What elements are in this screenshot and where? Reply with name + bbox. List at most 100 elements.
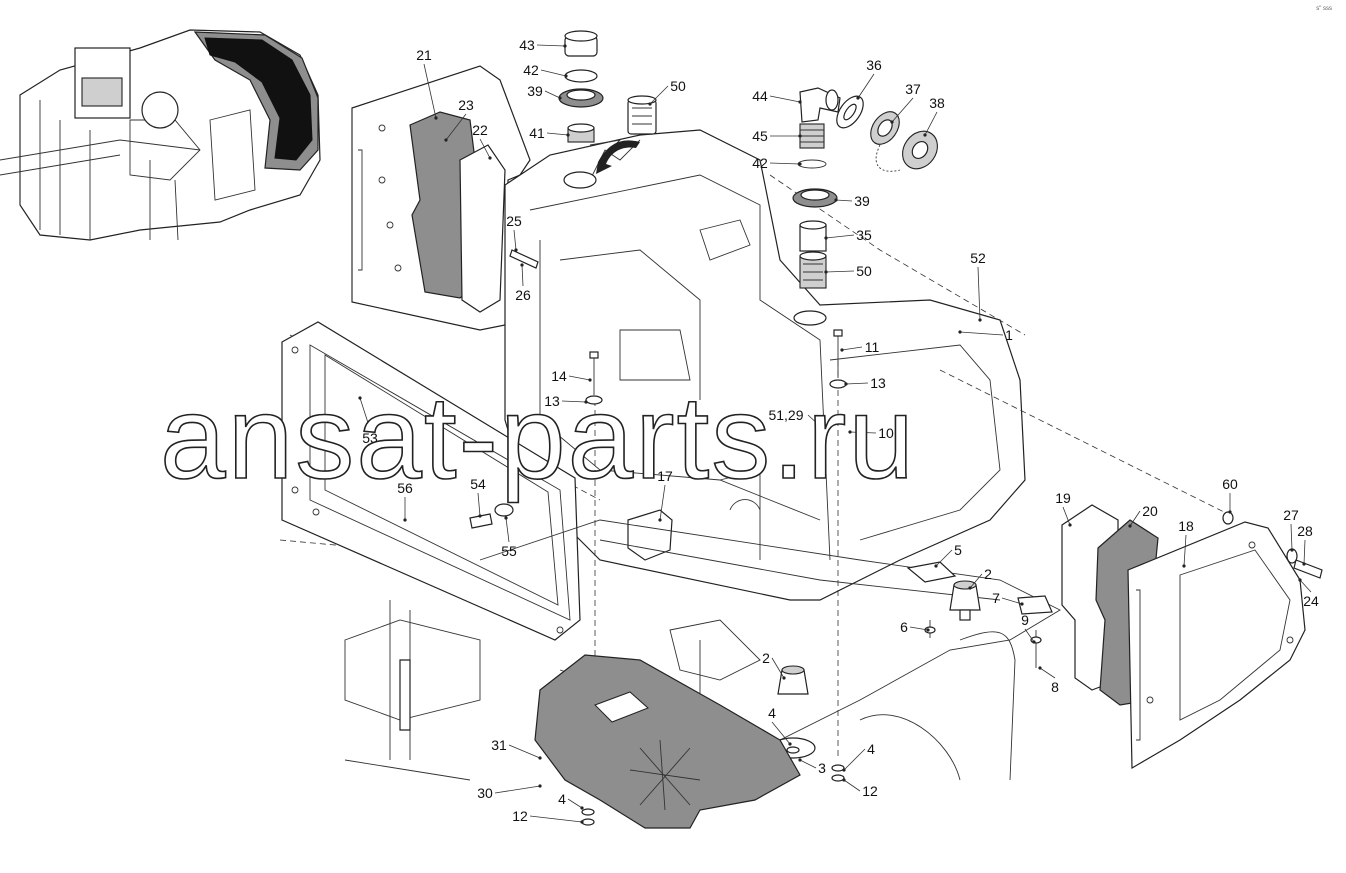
callout-leader-dot [798,100,802,104]
callout-leader-dot [558,96,562,100]
callout-leader-dot [358,396,362,400]
callout-leader-dot [890,120,894,124]
callout-leader-dot [1128,524,1132,528]
callout-number: 18 [1178,518,1194,534]
callout-number: 50 [856,263,872,279]
callout-number: 26 [515,287,531,303]
callout-leader-dot [842,768,846,772]
side-cover-18 [1127,521,1306,770]
callout-leader [924,111,938,136]
callout-leader [843,779,861,792]
callout-number: 6 [900,619,908,635]
callout-number: 2 [984,566,992,582]
callout-number: 39 [527,83,543,99]
callout-leader-dot [580,806,584,810]
cap-parts-36-37-38 [836,95,938,172]
bolts-and-nuts [509,249,1323,826]
callout-leader [505,517,510,543]
callout-leader [977,266,981,321]
callout-number: 27 [1283,507,1299,523]
callout-leader [477,492,481,517]
callout-leader-dot [488,156,492,160]
callout-leader [857,73,875,99]
mount-rubber-2-upper [949,580,981,621]
callout-leader-dot [504,516,508,520]
callout-leader-dot [1068,523,1072,527]
callout-leader-dot [580,820,584,824]
callout-number: 19 [1055,490,1071,506]
callout-leader [529,815,583,823]
callout-leader [1039,667,1056,679]
callout-number: 55 [501,543,517,559]
callout-leader-dot [1038,666,1042,670]
callout-leader [494,785,541,794]
callout-number: 4 [558,791,566,807]
callout-leader-dot [926,628,930,632]
callout-leader [969,573,983,589]
callout-leader [1183,534,1187,567]
callout-leader [536,44,566,47]
callout-leader-dot [1020,602,1024,606]
callout-leader-dot [403,518,407,522]
callout-leader-dot [563,44,567,48]
corner-note: s" sss [1316,6,1332,12]
callout-leader [1299,579,1312,593]
callout-leader [568,375,591,381]
callout-number: 10 [878,425,894,441]
callout-number: 51,29 [768,407,803,423]
callout-leader [540,69,567,77]
callout-leader [769,162,801,165]
callout-leader-dot [514,248,518,252]
callout-number: 23 [458,97,474,113]
callout-leader-dot [1182,564,1186,568]
filler-elbow-stack [792,87,841,289]
callout-leader [935,549,953,567]
guard-star-mark [629,739,701,811]
callout-number: 41 [529,125,545,141]
callout-leader [1290,523,1293,551]
callout-leader-dot [444,138,448,142]
callout-number: 9 [1021,612,1029,628]
callout-leader [1129,510,1141,527]
callout-number: 43 [519,37,535,53]
bracket-22 [459,144,506,313]
callout-number: 22 [472,122,488,138]
callout-number: 31 [491,737,507,753]
callout-leader-dot [588,378,592,382]
callout-leader [771,721,791,745]
callout-leader [1062,506,1071,526]
callout-leader [835,199,853,202]
callout-leader [359,397,371,430]
callout-number: 25 [506,213,522,229]
callout-leader-dot [1228,510,1232,514]
strainer-50-top [627,95,657,135]
callout-leader-dot [818,424,822,428]
callout-number: 30 [477,785,493,801]
callout-leader-dot [842,778,846,782]
main-tank-body-1 [504,129,1026,601]
callout-number: 42 [752,155,768,171]
callout-leader-dot [798,134,802,138]
callout-number: 4 [867,741,875,757]
callout-leader-dot [824,236,828,240]
callout-leader-dot [1290,548,1294,552]
callout-leader-dot [1298,578,1302,582]
guard-cutout [594,691,649,723]
callout-number: 1 [1005,327,1013,343]
callout-leader-dot [584,400,588,404]
callout-leader-dot [782,676,786,680]
callout-leader [769,95,801,103]
callout-leader [659,484,666,521]
callout-number: 50 [670,78,686,94]
callout-leader [891,97,914,123]
callout-number: 45 [752,128,768,144]
callout-number: 35 [856,227,872,243]
callout-number: 4 [768,705,776,721]
callout-leader-dot [844,382,848,386]
callout-number: 21 [416,47,432,63]
callout-number: 28 [1297,523,1313,539]
callout-leader [567,798,583,809]
callout-leader-dot [1302,562,1306,566]
callout-leader-dot [856,96,860,100]
callout-number: 42 [523,62,539,78]
